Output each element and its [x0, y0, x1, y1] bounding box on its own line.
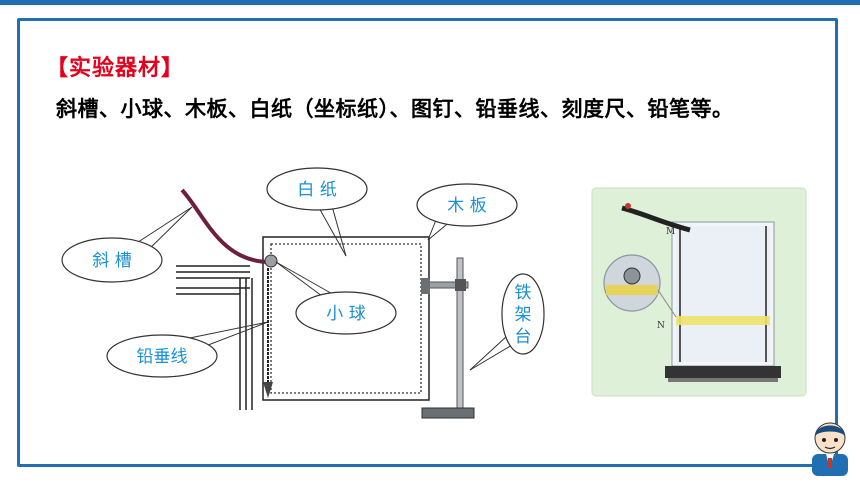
label-iron-stand-3: 台 [515, 327, 532, 347]
label-ball: 小 球 [326, 304, 365, 324]
label-iron-stand-2: 架 [515, 305, 532, 325]
materials-list: 斜槽、小球、木板、白纸（坐标纸）、图钉、铅垂线、刻度尺、铅笔等。 [56, 97, 734, 121]
callout-iron-stand: 铁 架 台 [469, 273, 545, 371]
apparatus-photo: M N [591, 187, 807, 397]
teacher-mascot-icon [812, 422, 848, 476]
callout-ball: 小 球 [275, 261, 397, 335]
photo-label-n: N [657, 321, 665, 331]
callout-plumb-line: 铅垂线 [106, 321, 269, 378]
section-title: 【实验器材】 [46, 56, 185, 81]
iron-stand [421, 257, 475, 419]
white-paper [270, 243, 422, 394]
label-chute: 斜 槽 [92, 251, 131, 271]
label-plumb-line: 铅垂线 [137, 347, 188, 367]
callout-board: 木 板 [416, 183, 518, 241]
top-accent-bar [0, 0, 860, 5]
label-iron-stand-1: 铁 [515, 283, 532, 303]
chute [180, 188, 271, 264]
photo-label-m: M [666, 227, 675, 237]
label-board: 木 板 [447, 196, 486, 216]
callout-chute: 斜 槽 [61, 206, 193, 283]
desk [176, 265, 253, 410]
label-white-paper: 白 纸 [297, 180, 336, 200]
callout-white-paper: 白 纸 [266, 167, 368, 257]
content-frame [17, 18, 838, 467]
plumb-bob [263, 382, 273, 398]
ball [264, 254, 278, 268]
